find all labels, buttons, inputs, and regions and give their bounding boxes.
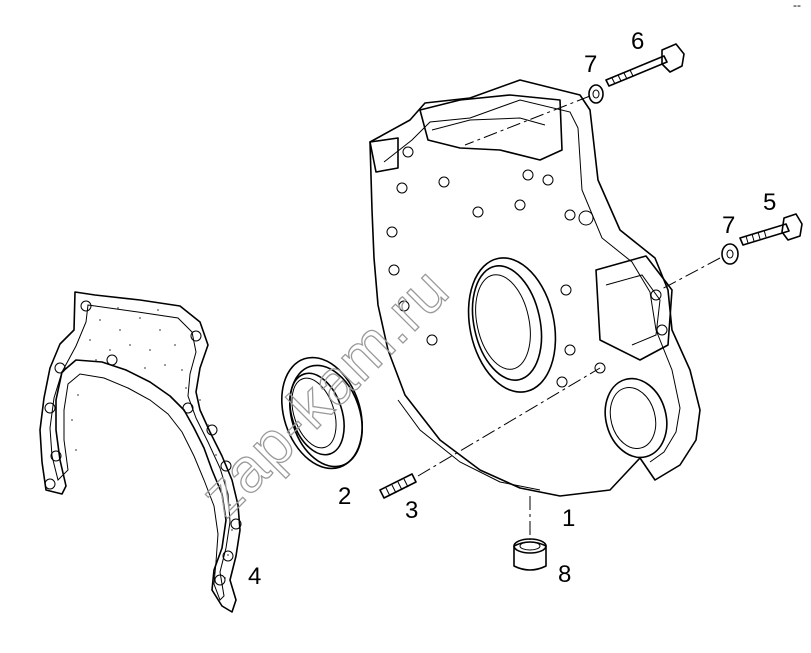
plug-part-8 (513, 538, 547, 571)
stud-part-3 (379, 473, 417, 499)
callout-5: 5 (763, 189, 776, 216)
watermark: zap-kam.ru (187, 255, 462, 530)
washer-part-7a (588, 84, 604, 104)
bolt-part-5 (739, 213, 803, 246)
seal-part-2 (280, 356, 364, 470)
assembly-lines (417, 95, 721, 540)
callout-2: 2 (338, 483, 351, 510)
callout-4: 4 (248, 563, 261, 590)
gasket-part-4 (39, 291, 242, 613)
callout-6: 6 (631, 28, 644, 55)
washer-part-7b (721, 243, 739, 265)
corner-mark: -- (793, 0, 801, 12)
callout-8: 8 (558, 561, 571, 588)
callout-1: 1 (562, 505, 575, 532)
callout-3: 3 (405, 497, 418, 524)
housing-part-1 (369, 79, 701, 497)
bolt-part-6 (605, 43, 685, 87)
callout-7-upper: 7 (584, 51, 597, 78)
callout-7-right: 7 (722, 212, 735, 239)
